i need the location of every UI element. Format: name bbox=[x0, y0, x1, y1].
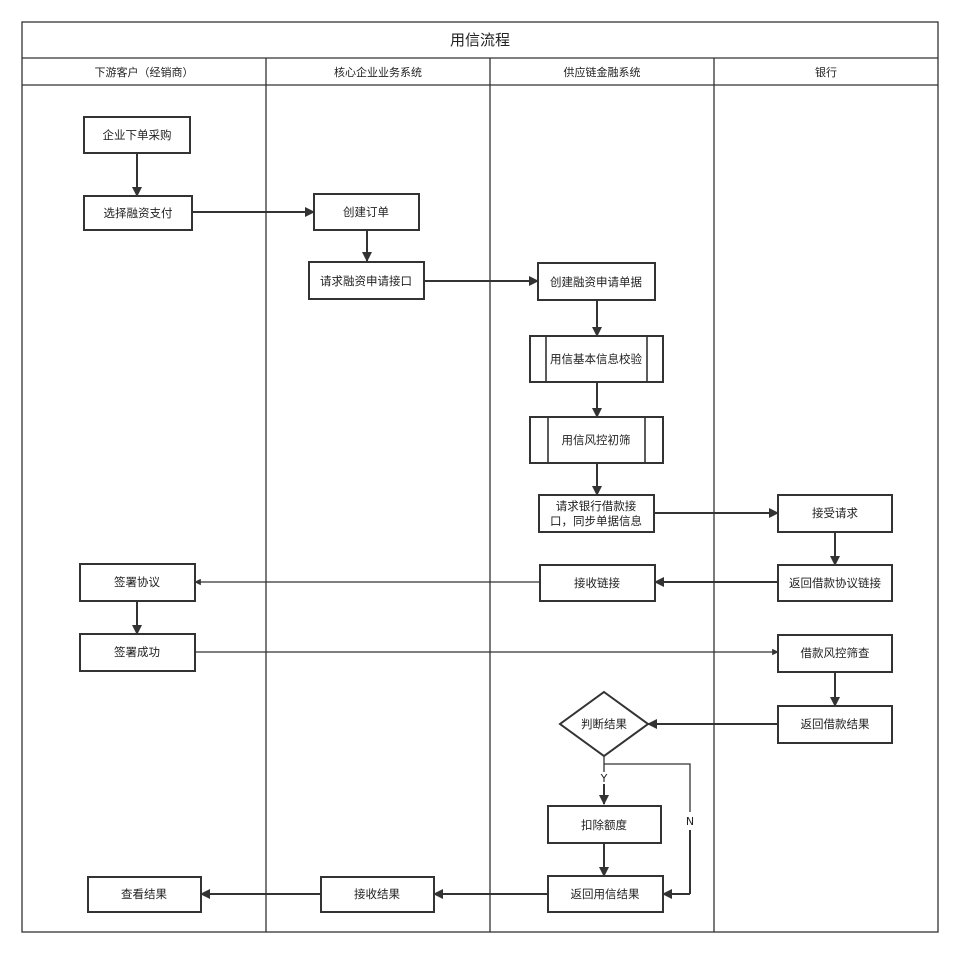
node-sign-label: 签署协议 bbox=[114, 575, 160, 589]
node-sign-box bbox=[79, 563, 196, 602]
node-return-link-label: 返回借款协议链接 bbox=[789, 576, 881, 590]
node-risk-screen[interactable]: 用信风控初筛 bbox=[529, 416, 664, 464]
node-accept-label: 接受请求 bbox=[812, 506, 858, 520]
node-choose-finance-label: 选择融资支付 bbox=[104, 206, 173, 220]
node-risk-screen-label: 用信风控初筛 bbox=[562, 433, 631, 447]
node-accept[interactable]: 接受请求 bbox=[777, 494, 893, 533]
node-deduct-box bbox=[547, 805, 662, 844]
node-return-result-label: 返回用信结果 bbox=[571, 887, 640, 901]
node-view-result-box bbox=[87, 876, 202, 913]
node-judge-label: 判断结果 bbox=[581, 717, 627, 731]
node-loan-risk[interactable]: 借款风控筛查 bbox=[777, 634, 893, 673]
node-recv-result[interactable]: 接收结果 bbox=[320, 876, 435, 913]
outer-border bbox=[21, 21, 939, 933]
node-order-label: 企业下单采购 bbox=[103, 128, 172, 142]
edge-label-no-bg bbox=[683, 813, 697, 829]
node-recv-link[interactable]: 接收链接 bbox=[539, 564, 656, 602]
node-create-doc-label: 创建融资申请单据 bbox=[550, 275, 642, 289]
node-loan-risk-box bbox=[777, 634, 893, 673]
swimlane-frame bbox=[21, 21, 939, 933]
node-order[interactable]: 企业下单采购 bbox=[83, 116, 191, 154]
node-accept-box bbox=[777, 494, 893, 533]
node-req-api-label: 请求融资申请接口 bbox=[320, 274, 412, 288]
node-choose-finance-box bbox=[83, 195, 193, 231]
node-sign-ok-label: 签署成功 bbox=[114, 645, 160, 659]
edge-label-yes: Y bbox=[600, 772, 608, 785]
node-view-result-label: 查看结果 bbox=[121, 887, 167, 901]
diagram-title: 用信流程 bbox=[450, 31, 510, 49]
node-judge[interactable]: 判断结果 bbox=[558, 690, 650, 758]
node-basic-check-label: 用信基本信息校验 bbox=[550, 352, 642, 366]
node-return-result-box bbox=[547, 875, 664, 913]
node-create-order-label: 创建订单 bbox=[343, 205, 389, 219]
node-return-link-box bbox=[777, 564, 893, 602]
node-deduct[interactable]: 扣除额度 bbox=[547, 805, 662, 844]
node-choose-finance[interactable]: 选择融资支付 bbox=[83, 195, 193, 231]
node-order-box bbox=[83, 116, 191, 154]
node-req-bank[interactable]: 请求银行借款接 口，同步单据信息 bbox=[538, 494, 655, 533]
node-risk-screen-box bbox=[529, 416, 664, 464]
node-return-loan-box bbox=[777, 705, 893, 744]
node-view-result[interactable]: 查看结果 bbox=[87, 876, 202, 913]
node-req-api-box bbox=[308, 261, 425, 300]
node-create-doc-box bbox=[537, 262, 656, 301]
node-create-order[interactable]: 创建订单 bbox=[313, 193, 420, 231]
node-recv-link-box bbox=[539, 564, 656, 602]
node-return-link[interactable]: 返回借款协议链接 bbox=[777, 564, 893, 602]
node-sign-ok-box bbox=[79, 633, 196, 672]
node-recv-link-label: 接收链接 bbox=[574, 576, 620, 590]
lane-title-customer: 下游客户（经销商） bbox=[95, 65, 194, 79]
lane-title-bank: 银行 bbox=[815, 65, 837, 79]
node-loan-risk-label: 借款风控筛查 bbox=[801, 646, 870, 660]
node-req-bank-label-line1: 请求银行借款接 bbox=[556, 499, 637, 513]
node-basic-check[interactable]: 用信基本信息校验 bbox=[529, 335, 664, 383]
edge-label-no: N bbox=[686, 815, 694, 828]
node-req-bank-box bbox=[538, 494, 655, 533]
node-recv-result-label: 接收结果 bbox=[354, 887, 400, 901]
node-return-loan-label: 返回借款结果 bbox=[801, 717, 870, 731]
node-req-api[interactable]: 请求融资申请接口 bbox=[308, 261, 425, 300]
node-return-result[interactable]: 返回用信结果 bbox=[547, 875, 664, 913]
node-judge-diamond bbox=[558, 690, 650, 758]
edges bbox=[132, 153, 840, 899]
node-create-order-box bbox=[313, 193, 420, 231]
node-create-doc[interactable]: 创建融资申请单据 bbox=[537, 262, 656, 301]
lane-title-scf: 供应链金融系统 bbox=[564, 65, 641, 79]
node-sign[interactable]: 签署协议 bbox=[79, 563, 196, 602]
node-return-loan[interactable]: 返回借款结果 bbox=[777, 705, 893, 744]
node-deduct-label: 扣除额度 bbox=[581, 818, 627, 832]
edge-judge-no-path bbox=[604, 763, 691, 812]
node-sign-ok[interactable]: 签署成功 bbox=[79, 633, 196, 672]
node-basic-check-box bbox=[529, 335, 664, 383]
lane-title-core: 核心企业业务系统 bbox=[334, 65, 422, 79]
node-recv-result-box bbox=[320, 876, 435, 913]
node-req-bank-label-line2: 口，同步单据信息 bbox=[550, 514, 642, 528]
